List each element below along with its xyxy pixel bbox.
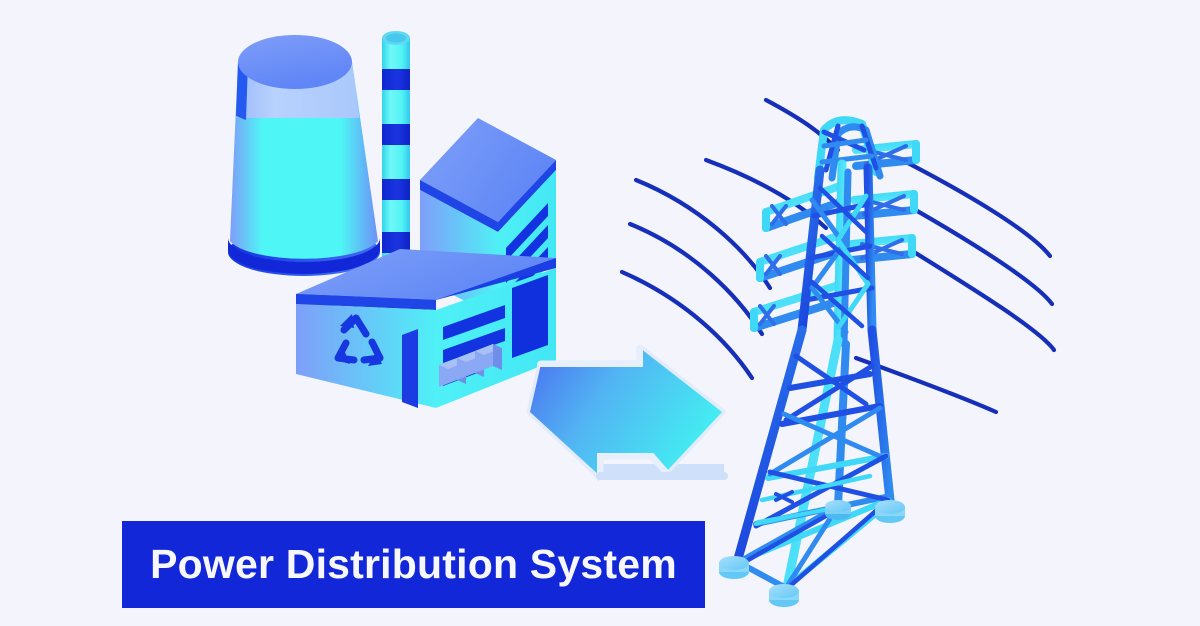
tower-footing <box>719 556 749 579</box>
condenser-unit <box>475 344 502 373</box>
recycle-emblem-arrowheads <box>336 314 382 366</box>
smokestack-band <box>382 232 410 253</box>
tower-ladder-rung <box>774 490 794 504</box>
louvre-window <box>443 328 505 363</box>
louvre-window <box>506 203 548 261</box>
power-line-left-5 <box>619 269 755 381</box>
louvre-window <box>443 305 505 340</box>
power-line-right-1 <box>903 159 1053 259</box>
smokestack <box>382 31 410 283</box>
smokestack-band <box>382 69 410 90</box>
arrow-edge-top <box>538 345 643 367</box>
tower-leg <box>867 325 895 505</box>
tower-head <box>814 116 884 182</box>
cooling-tower-cap <box>238 35 352 89</box>
tower-lower-body <box>731 325 895 597</box>
power-line-right-2 <box>909 205 1055 307</box>
upper-block-roof <box>420 118 556 222</box>
smokestack-mouth <box>386 33 406 43</box>
power-line-right-3 <box>911 249 1057 353</box>
upper-block-face-right <box>498 170 556 318</box>
smokestack-bands <box>382 69 410 253</box>
tower-footing <box>769 584 799 607</box>
plant-building-lower <box>296 249 556 408</box>
lower-block-roof-top <box>296 249 556 300</box>
cooling-tower-base-lip <box>228 238 380 274</box>
tower-leg <box>731 325 807 571</box>
facade-pilaster <box>402 329 418 408</box>
tower-footing <box>825 500 851 520</box>
arrow-shape <box>530 348 722 476</box>
lower-block-face-left <box>296 304 436 408</box>
arrow-edge-bottom <box>597 453 669 479</box>
page-title: Power Distribution System <box>150 541 677 587</box>
tower-footing <box>875 500 905 523</box>
condenser-units <box>439 344 502 387</box>
smokestack-band <box>382 124 410 145</box>
cooling-tower <box>228 35 380 276</box>
tower-footings <box>719 500 905 607</box>
upper-block-roof-edge <box>420 180 498 232</box>
cooling-tower-inner-shadow <box>236 62 248 120</box>
entrance-door <box>512 275 548 358</box>
smokestack-band <box>382 179 410 200</box>
lower-block-roof-lip <box>296 294 436 310</box>
tower-upper-body <box>797 159 877 348</box>
upper-block-roof-edge <box>498 160 556 232</box>
exchange-arrow <box>526 344 728 482</box>
title-banner: Power Distribution System <box>122 521 705 608</box>
transmission-tower <box>719 116 920 607</box>
